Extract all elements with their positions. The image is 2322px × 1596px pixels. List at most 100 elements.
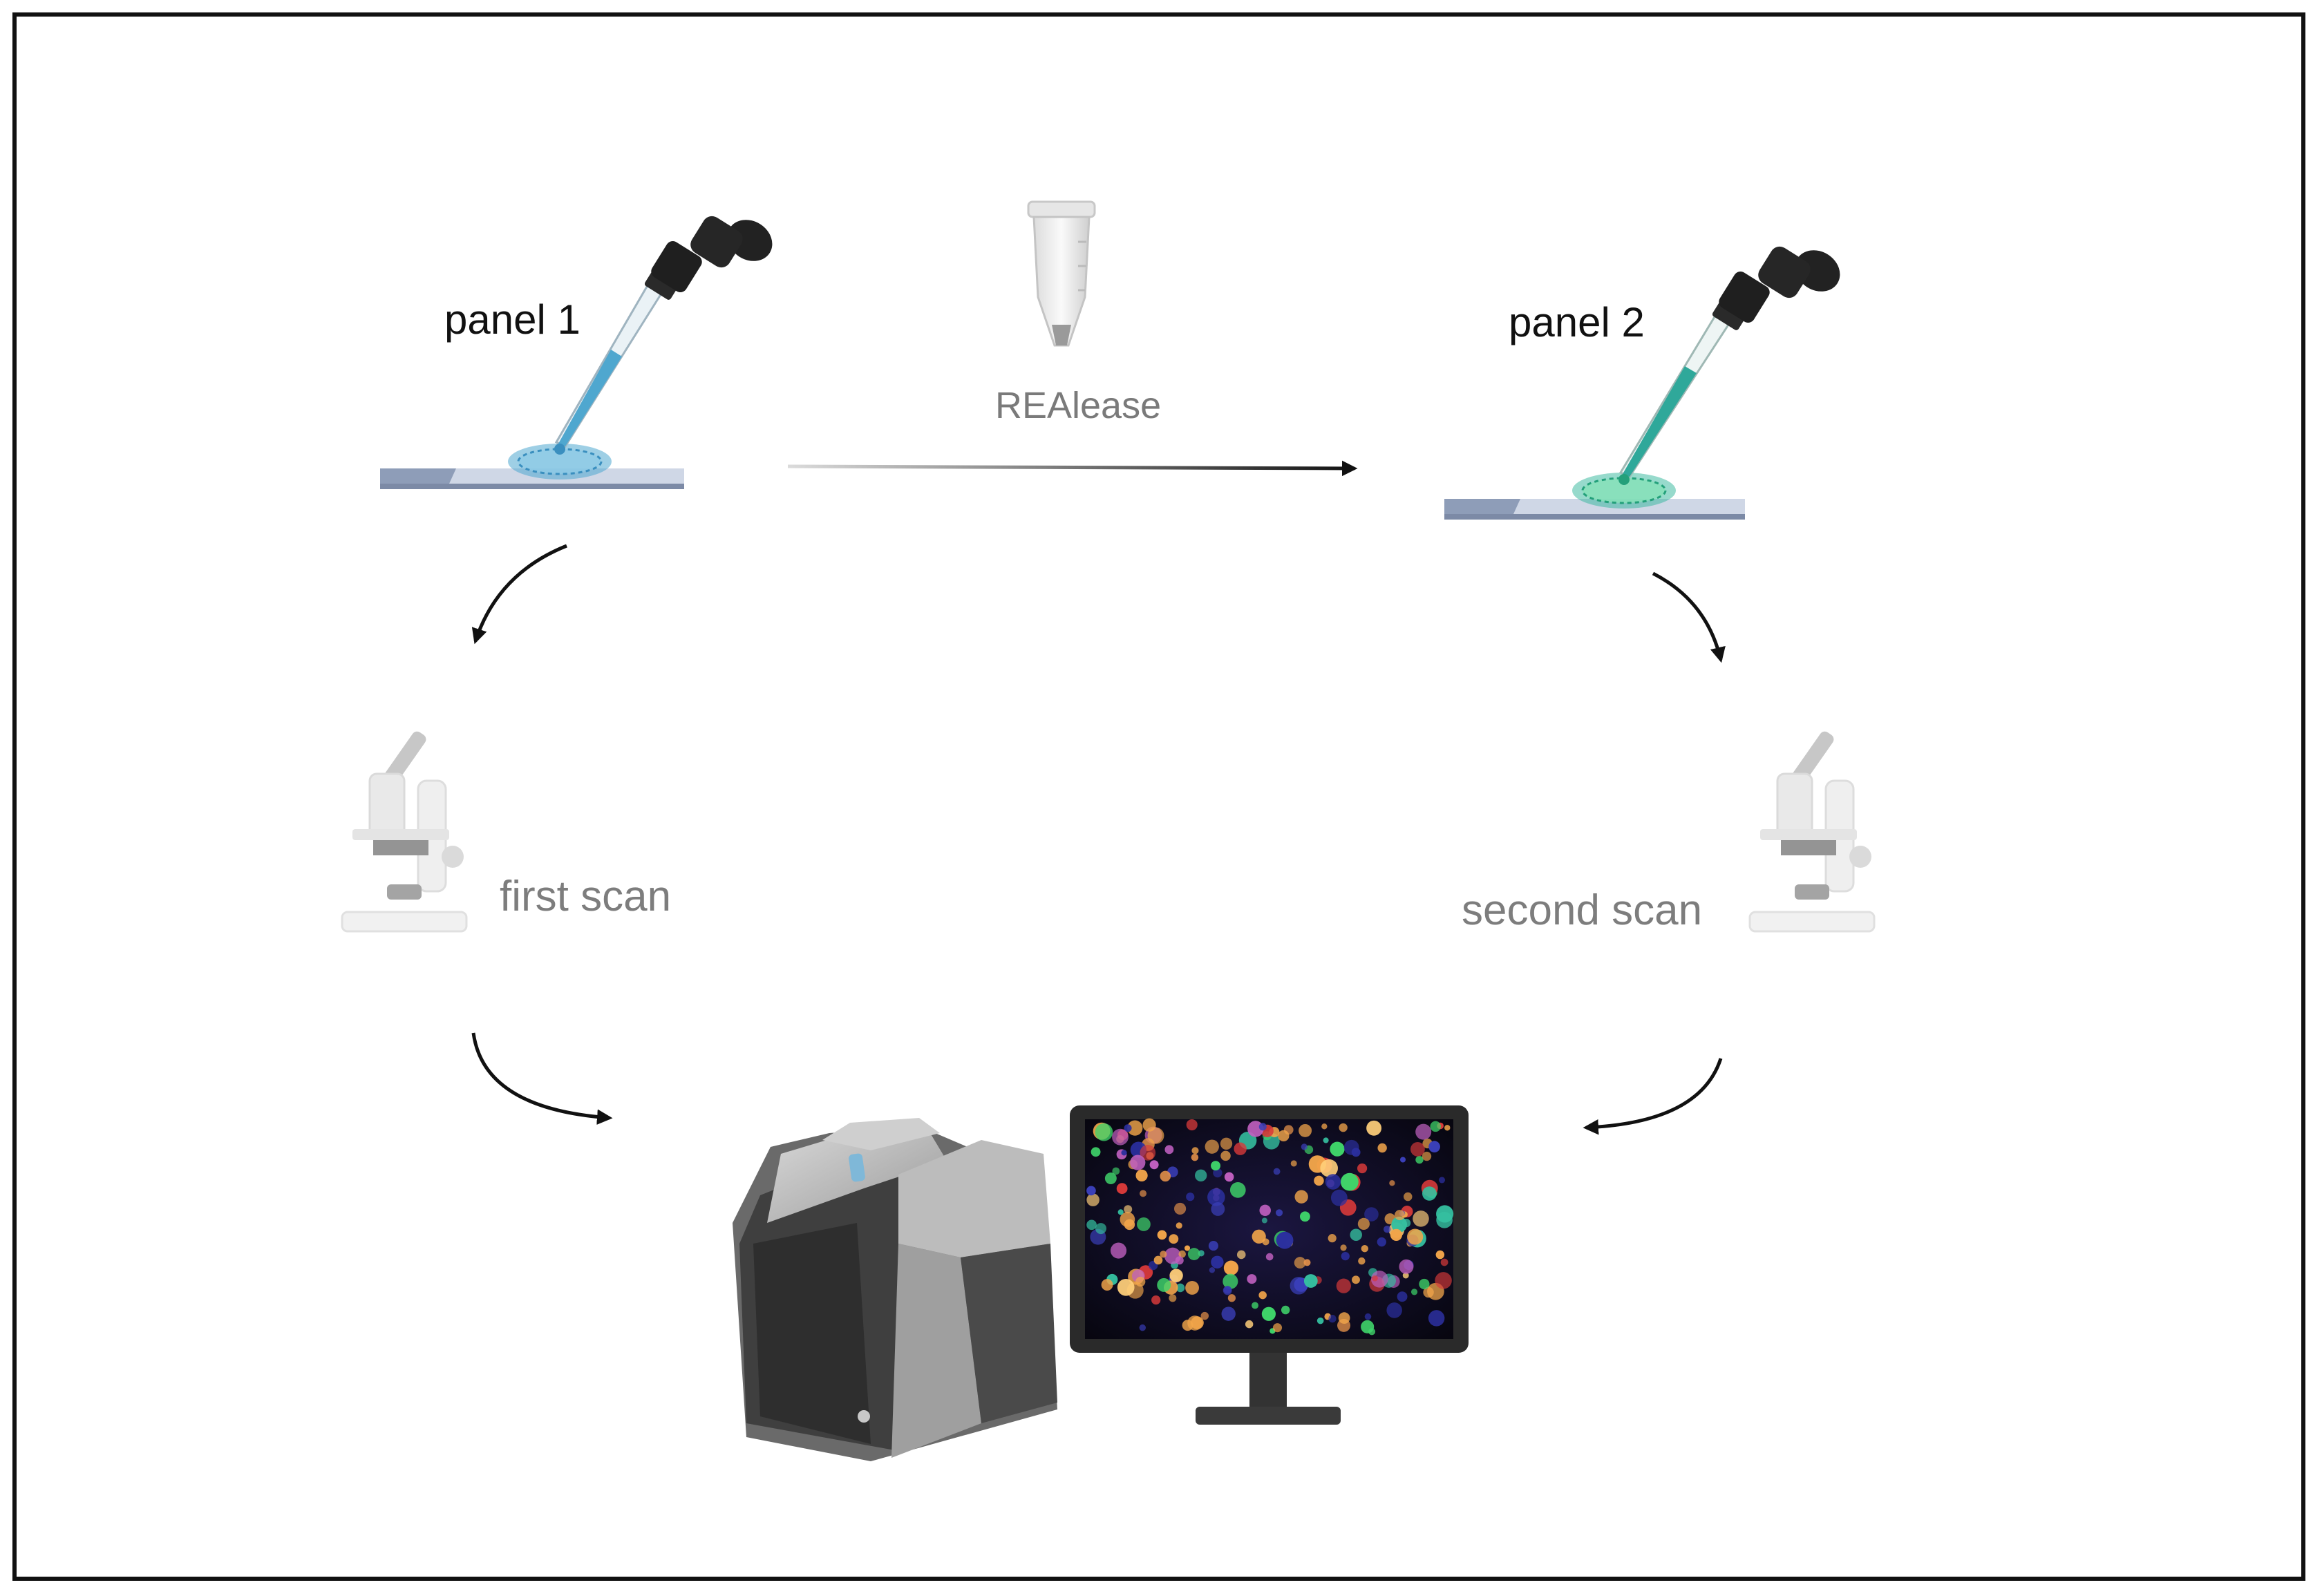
imaging-scanner-icon: [733, 1118, 1057, 1461]
cell-dot: [1340, 1172, 1359, 1191]
cell-dot: [1176, 1222, 1182, 1229]
cell-dot: [1184, 1245, 1191, 1251]
cell-dot: [1377, 1143, 1387, 1153]
cell-dot: [1430, 1121, 1442, 1132]
cell-dot: [1211, 1202, 1225, 1216]
cell-dot: [1350, 1228, 1362, 1241]
cell-dot: [1320, 1159, 1338, 1177]
cell-dot: [1221, 1307, 1236, 1321]
cell-dot: [1207, 1188, 1225, 1206]
cell-dot: [1245, 1320, 1254, 1329]
cell-dot: [1415, 1155, 1424, 1164]
cell-dot: [1415, 1123, 1432, 1140]
cell-dot: [1413, 1210, 1429, 1227]
cell-dot: [1399, 1157, 1406, 1163]
cell-dot: [1281, 1305, 1290, 1315]
cell-dot: [1157, 1230, 1167, 1240]
cell-dot: [1149, 1160, 1159, 1170]
cell-dot: [1140, 1190, 1147, 1197]
dropper-icon: [554, 216, 773, 455]
cell-dot: [1303, 1274, 1318, 1288]
cell-dot: [1261, 1217, 1267, 1224]
cell-dot: [1104, 1172, 1117, 1185]
cell-dot: [1265, 1253, 1274, 1261]
cell-dot: [1316, 1317, 1324, 1324]
cell-dot: [1169, 1269, 1183, 1282]
cell-dot: [1223, 1260, 1239, 1275]
cell-dot: [1276, 1231, 1294, 1249]
cell-dot: [1364, 1207, 1379, 1222]
cell-dot: [1272, 1323, 1283, 1333]
cell-dot: [1314, 1175, 1324, 1186]
cell-dot: [1383, 1225, 1391, 1233]
cell-dot: [1112, 1128, 1129, 1146]
cell-dot: [1185, 1281, 1199, 1295]
cell-dot: [1328, 1234, 1337, 1243]
microscope-icon: [1748, 731, 1876, 933]
cell-dot: [1404, 1192, 1413, 1201]
cell-dot: [1258, 1291, 1267, 1300]
cell-dot: [1169, 1234, 1179, 1244]
cell-dot: [1223, 1273, 1238, 1289]
cell-dot: [1273, 1168, 1281, 1175]
cell-dot: [1261, 1307, 1276, 1321]
cell-dot: [1428, 1310, 1445, 1327]
arrow-scan1-to-analysis: [471, 1032, 613, 1125]
cell-dot: [1160, 1251, 1167, 1258]
cell-dot: [1211, 1161, 1221, 1171]
cell-dot: [1227, 1294, 1236, 1302]
cell-dot: [1351, 1275, 1360, 1284]
cell-dot: [1229, 1181, 1246, 1198]
cell-dot: [1372, 1275, 1378, 1282]
microscope-slide-icon: [1444, 473, 1745, 520]
cell-dot: [1247, 1274, 1257, 1284]
cell-dot: [1339, 1123, 1348, 1132]
cell-dot: [1336, 1278, 1351, 1293]
cell-dot: [1410, 1142, 1425, 1157]
cell-dot: [1399, 1259, 1414, 1274]
cell-dot: [1252, 1229, 1266, 1244]
cell-dot: [1200, 1311, 1209, 1320]
cell-dot: [1110, 1242, 1127, 1259]
arrow-panel2-to-scan: [1652, 571, 1726, 663]
cell-dot: [1236, 1250, 1246, 1260]
cell-dot: [1186, 1193, 1195, 1201]
first-scan-label: first scan: [500, 873, 672, 920]
cell-dot: [1290, 1160, 1297, 1167]
cell-dot: [1157, 1277, 1171, 1292]
cell-dot: [1120, 1212, 1135, 1227]
cell-dot: [1259, 1204, 1271, 1217]
cell-dot: [1140, 1144, 1156, 1161]
cell-dot: [1169, 1294, 1177, 1302]
cell-dot: [1321, 1123, 1328, 1130]
cell-dot: [1435, 1250, 1445, 1260]
monitor-icon: [1070, 1105, 1469, 1425]
cell-dot: [1357, 1163, 1368, 1174]
cell-dot: [1176, 1283, 1185, 1293]
cell-dot: [1436, 1205, 1454, 1223]
cell-dot: [1341, 1252, 1350, 1261]
cell-dot: [1211, 1255, 1224, 1269]
cell-dot: [1358, 1257, 1366, 1265]
cell-dot: [1394, 1210, 1405, 1221]
cell-dot: [1086, 1219, 1097, 1231]
cell-dot: [1435, 1272, 1452, 1289]
cell-dot: [1135, 1276, 1146, 1287]
cell-dot: [1370, 1271, 1388, 1288]
cell-dot: [1294, 1257, 1306, 1269]
cell-dot: [1361, 1320, 1375, 1333]
cell-dot: [1340, 1244, 1347, 1251]
cell-dot: [1278, 1130, 1290, 1142]
cell-dot: [1151, 1295, 1161, 1305]
cell-dot: [1220, 1137, 1233, 1150]
cell-dot: [1127, 1120, 1143, 1136]
cell-dot: [1175, 1256, 1184, 1265]
cell-dot: [1121, 1150, 1127, 1156]
cell-dot: [1091, 1147, 1101, 1157]
cell-dot: [1101, 1279, 1113, 1291]
cell-dot: [1117, 1278, 1135, 1296]
second-scan-label: second scan: [1462, 886, 1703, 934]
cell-dot: [1407, 1228, 1424, 1245]
cell-dot: [1130, 1155, 1146, 1170]
cell-dot: [1187, 1248, 1200, 1260]
